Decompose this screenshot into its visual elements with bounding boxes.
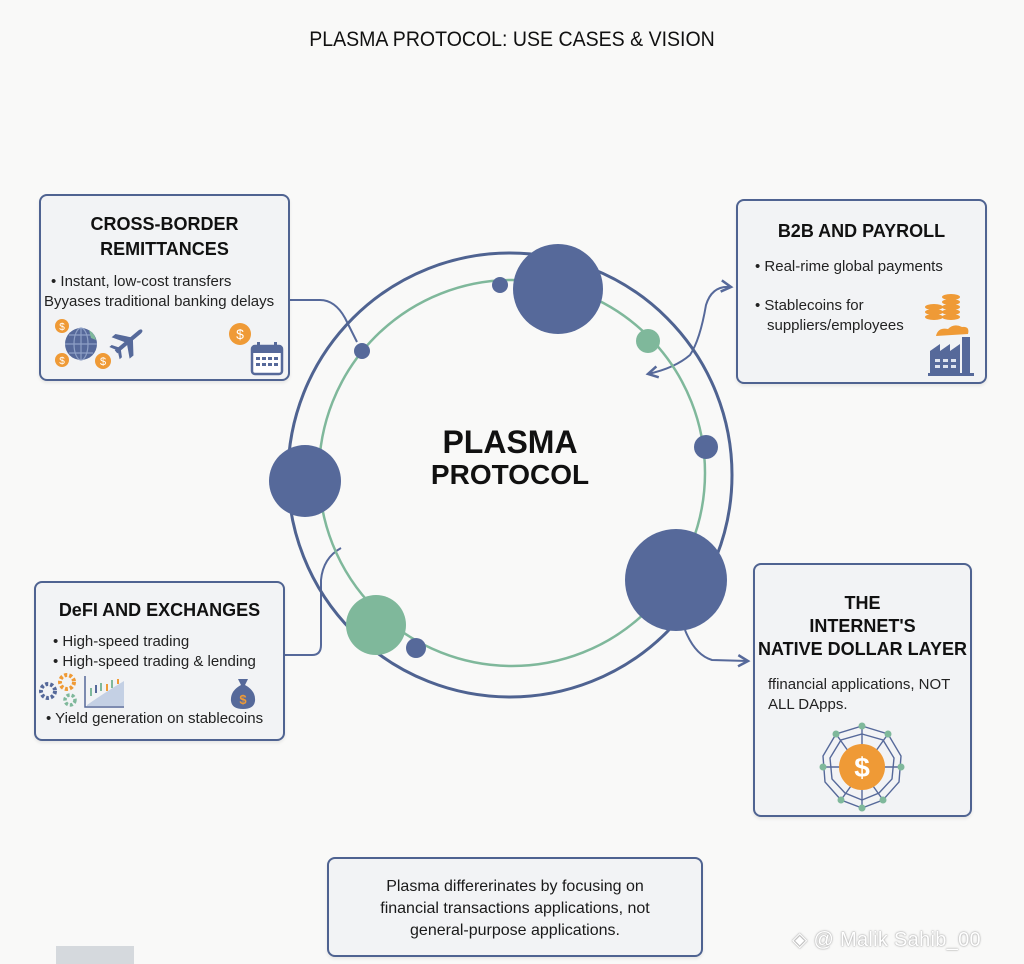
trading-chart-icon <box>84 676 124 708</box>
bottom-left-block <box>56 946 134 964</box>
card-title: B2B AND PAYROLL <box>777 221 946 241</box>
card-title: DeFI AND EXCHANGES <box>58 600 261 620</box>
bullet-instant-transfers: • Instant, low-cost transfers <box>51 273 232 290</box>
footer-line3: general-purpose applications. <box>410 922 620 939</box>
text-all-dapps: ALL DApps. <box>768 696 848 713</box>
connector-b2b <box>645 279 734 379</box>
card-native-dollar-layer: THE INTERNET'S NATIVE DOLLAR LAYER ffina… <box>753 563 972 817</box>
airplane-icon <box>109 329 143 360</box>
card-defi-exchanges: DeFI AND EXCHANGES • High-speed trading … <box>34 581 285 741</box>
card-title-line2: INTERNET'S <box>809 616 916 636</box>
bullet-high-speed-trading: • High-speed trading <box>53 633 190 650</box>
card-title-line2: REMITTANCES <box>100 239 229 259</box>
svg-text:$: $ <box>100 356 106 368</box>
footer-line2: financial transactions applications, not <box>380 900 650 917</box>
node-right-small <box>694 435 718 459</box>
page-title: PLASMA PROTOCOL: USE CASES & VISION <box>309 28 715 51</box>
svg-text:$: $ <box>854 752 870 783</box>
card-b2b-payroll: B2B AND PAYROLL • Real-rime global payme… <box>736 199 987 384</box>
connector-defi <box>285 547 342 656</box>
card-title-line1: CROSS-BORDER <box>90 214 239 234</box>
money-bag-icon: $ <box>230 679 256 709</box>
node-left-small <box>354 343 370 359</box>
bullet-stablecoins-cont: suppliers/employees <box>767 317 904 334</box>
remittance-icons: $ $ $ $ <box>55 319 284 376</box>
svg-text:$: $ <box>239 692 247 707</box>
footer-line1: Plasma differerinates by focusing on <box>386 878 644 895</box>
text-bypasses-banking: Byyases traditional banking delays <box>44 293 275 310</box>
card-title-line3: NATIVE DOLLAR LAYER <box>757 639 967 659</box>
dollar-coin-icon: $ $ $ $ <box>55 319 251 369</box>
center-title-line1: PLASMA <box>442 424 578 460</box>
coin-stack-icon <box>925 294 969 336</box>
svg-text:$: $ <box>236 326 244 342</box>
footer-summary-box: Plasma differerinates by focusing on fin… <box>327 857 703 957</box>
calendar-icon <box>250 342 284 376</box>
card-cross-border-remittances: CROSS-BORDER REMITTANCES • Instant, low-… <box>39 194 290 381</box>
watermark: ◈ @ Malik Sahib_00 <box>792 927 981 952</box>
node-left-large <box>269 445 341 517</box>
connector-remittances <box>290 299 358 343</box>
bullet-yield-generation: • Yield generation on stablecoins <box>46 710 264 727</box>
node-top-small <box>492 277 508 293</box>
node-top-large <box>513 244 603 334</box>
node-green-upper <box>636 329 660 353</box>
card-title-line1: THE <box>844 593 881 613</box>
svg-text:$: $ <box>59 322 65 333</box>
center-title: PLASMA PROTOCOL <box>400 425 620 491</box>
bullet-stablecoins: • Stablecoins for <box>755 297 864 314</box>
dollar-network-icon: $ <box>819 722 905 812</box>
svg-text:$: $ <box>59 356 65 367</box>
globe-icon <box>65 327 97 361</box>
defi-icons: $ <box>39 673 256 709</box>
bullet-trading-lending: • High-speed trading & lending <box>53 653 256 670</box>
text-financial-apps: ffinancial applications, NOT <box>768 676 951 693</box>
connector-dollar-layer <box>684 629 751 668</box>
factory-icon <box>928 337 974 376</box>
watermark-text: @ Malik Sahib_00 <box>813 929 981 951</box>
watermark-logo-icon: ◈ <box>792 929 814 951</box>
node-right-large <box>625 529 727 631</box>
node-bottom-small <box>406 638 426 658</box>
gears-icon <box>39 673 77 707</box>
center-title-line2: PROTOCOL <box>430 459 590 490</box>
node-green-lower <box>346 595 406 655</box>
b2b-icons <box>925 294 974 376</box>
bullet-realtime-payments: • Real-rime global payments <box>755 258 943 275</box>
